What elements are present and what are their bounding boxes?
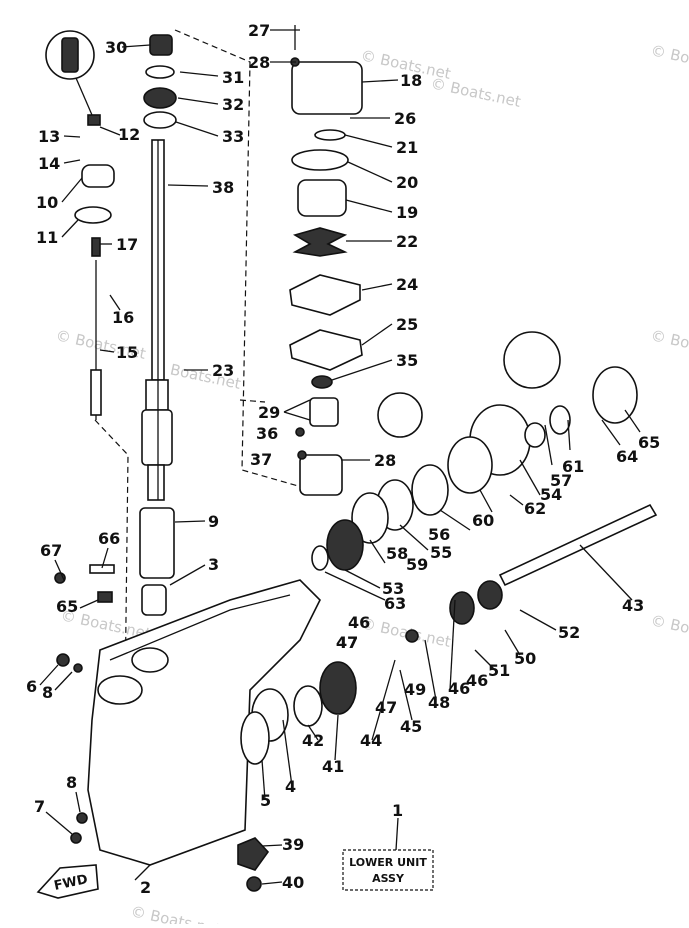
part-label: 55 (430, 543, 452, 562)
part-label: 42 (302, 731, 324, 750)
part-label: 14 (38, 154, 60, 173)
assembly-label-line1: LOWER UNIT (349, 856, 427, 869)
part-label: 31 (222, 68, 244, 87)
part-label: 36 (256, 424, 278, 443)
part-label: 51 (488, 661, 510, 680)
part-label: 65 (638, 433, 660, 452)
part-label: 23 (212, 361, 234, 380)
part-label: 28 (374, 451, 396, 470)
part-label: 8 (42, 683, 53, 702)
watermark: © Boats.net (649, 41, 689, 78)
part-label: 35 (396, 351, 418, 370)
part-label: 9 (208, 512, 219, 531)
part-label: 41 (322, 757, 344, 776)
part-label: 5 (260, 791, 271, 810)
part-label: 8 (66, 773, 77, 792)
part-label: 49 (404, 680, 426, 699)
part-label: 33 (222, 127, 244, 146)
part-label: 20 (396, 173, 418, 192)
lower-casing (87, 507, 321, 866)
part-label: 22 (396, 232, 418, 251)
fwd-arrow: FWD (36, 864, 99, 899)
part-label: 50 (514, 649, 536, 668)
part-label: 58 (386, 544, 408, 563)
bearing-stack (143, 34, 177, 129)
part-label: 48 (428, 693, 450, 712)
assembly-outline (94, 29, 331, 701)
part-label: 56 (428, 525, 450, 544)
watermark: © Boats.net (649, 611, 689, 648)
part-label: 60 (472, 511, 494, 530)
part-label: 57 (550, 471, 572, 490)
part-label: 4 (285, 777, 296, 796)
part-label: 45 (400, 717, 422, 736)
leader-lines (39, 29, 641, 885)
assembly-label-line2: ASSY (372, 872, 405, 885)
part-label: 28 (248, 53, 270, 72)
part-label: 11 (36, 228, 58, 247)
part-label: 37 (250, 450, 272, 469)
part-label: 62 (524, 499, 546, 518)
part-label: 47 (375, 698, 397, 717)
part-label: 16 (112, 308, 134, 327)
part-label: 10 (36, 193, 58, 212)
watermark: © Boats.net (129, 902, 222, 924)
part-label: 54 (540, 485, 562, 504)
part-label: 2 (140, 878, 151, 897)
assembly-ref-number: 1 (392, 801, 403, 820)
part-label: 3 (208, 555, 219, 574)
part-label: 24 (396, 275, 418, 294)
drive-shaft (141, 139, 173, 501)
watermark: © Boats.net (359, 614, 452, 651)
propeller-shaft-assembly (240, 331, 658, 765)
misc-hardware (54, 564, 270, 892)
part-label: 59 (406, 555, 428, 574)
part-label: 32 (222, 95, 244, 114)
part-label: 46 (348, 613, 370, 632)
part-label: 19 (396, 203, 418, 222)
part-label: 52 (558, 623, 580, 642)
part-label: 63 (384, 594, 406, 613)
part-label: 27 (248, 21, 270, 40)
part-label: 44 (360, 731, 382, 750)
part-number-labels: 30 31 32 33 38 23 27 28 18 26 21 20 19 2… (26, 21, 660, 897)
water-pump-assembly (289, 25, 423, 496)
part-label: 13 (38, 127, 60, 146)
fwd-label: FWD (53, 872, 90, 894)
part-label: 39 (282, 835, 304, 854)
part-label: 38 (212, 178, 234, 197)
part-label: 18 (400, 71, 422, 90)
part-label: 61 (562, 457, 584, 476)
part-label: 15 (116, 343, 138, 362)
part-label: 64 (616, 447, 638, 466)
part-label: 25 (396, 315, 418, 334)
part-label: 43 (622, 596, 644, 615)
part-label: 17 (116, 235, 138, 254)
part-label: 29 (258, 403, 280, 422)
part-label: 46 (448, 679, 470, 698)
part-label: 7 (34, 797, 45, 816)
part-label: 67 (40, 541, 62, 560)
part-label: 21 (396, 138, 418, 157)
part-label: 46 (466, 671, 488, 690)
part-label: 6 (26, 677, 37, 696)
part-label: 12 (118, 125, 140, 144)
watermark: © Boats.net (429, 74, 522, 111)
part-label: 30 (105, 38, 127, 57)
part-label: 65 (56, 597, 78, 616)
assembly-label-box: 1 LOWER UNIT ASSY (342, 801, 434, 891)
shift-rod-assembly (45, 30, 115, 420)
part-label: 40 (282, 873, 304, 892)
part-label: 53 (382, 579, 404, 598)
part-label: 66 (98, 529, 120, 548)
part-label: 47 (336, 633, 358, 652)
part-label: 47 (336, 633, 358, 652)
watermark: © Boats.net (649, 326, 689, 363)
part-label: 26 (394, 109, 416, 128)
